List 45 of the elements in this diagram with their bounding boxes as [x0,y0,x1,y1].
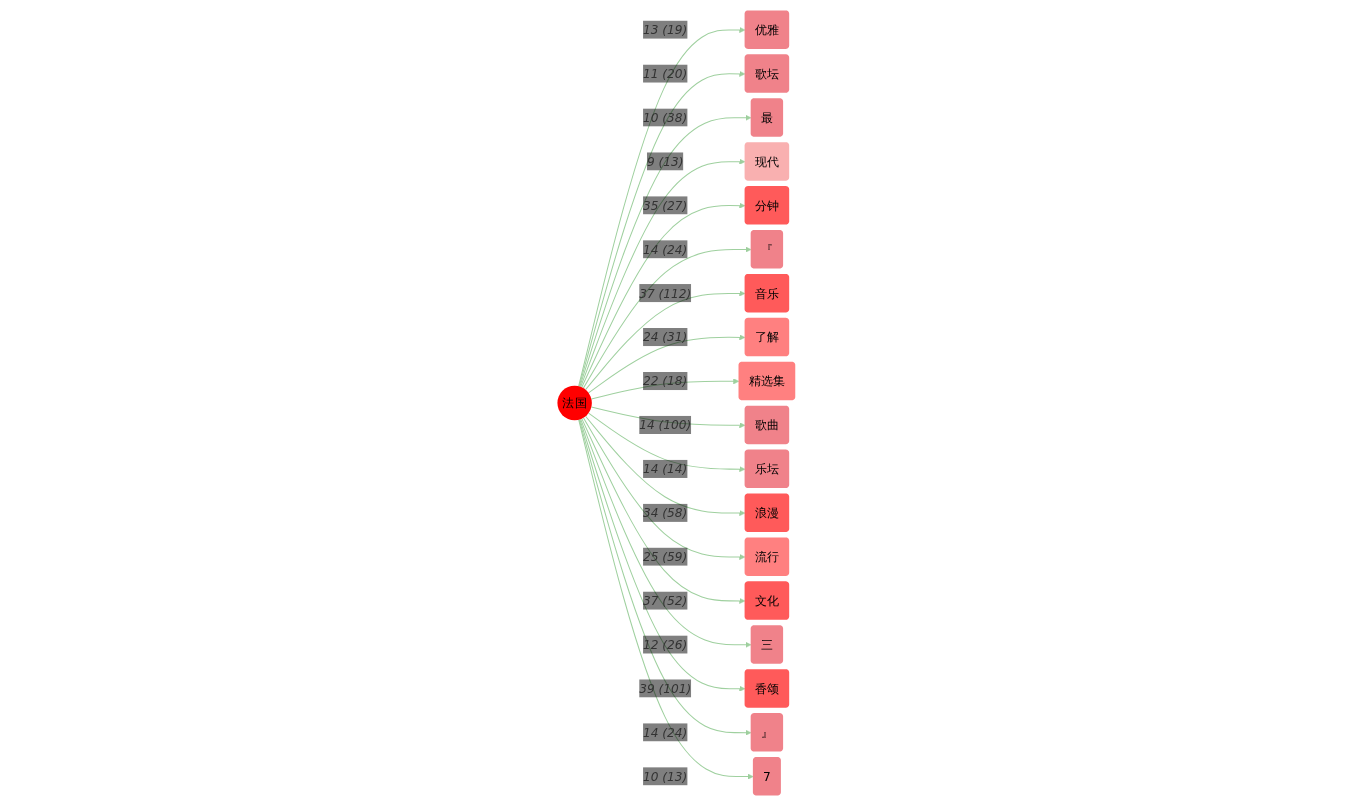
arrow [580,418,752,648]
arrow [581,202,746,388]
node-box: 流行 [744,537,790,576]
node-box: 三 [750,625,784,664]
node-box: 最 [750,98,784,137]
arrow [580,158,746,388]
node-box: 歌坛 [744,54,790,93]
arrow [591,378,740,400]
node-box: 香颂 [744,669,790,708]
node-box: 分钟 [744,186,790,225]
edge-label: 12 (26) [643,637,688,652]
edge-label: 14 (24) [643,242,688,257]
node-box: 歌曲 [744,405,790,445]
edge-label: 11 (20) [643,66,688,81]
edge-label: 25 (59) [643,549,688,564]
arrow [581,418,746,604]
arrow [579,418,746,692]
node-box: 文化 [744,581,790,620]
node-box: 现代 [744,142,790,181]
node-box: 了解 [744,317,790,357]
edge-label: 34 (58) [643,505,688,520]
node-box: 7 [753,757,782,796]
node-box: 』 [750,713,784,752]
node-box: 乐坛 [744,449,790,489]
arrow [579,114,752,388]
edge-label: 10 (38) [643,110,688,125]
edge-label: 35 (27) [643,198,688,213]
node-box: 音乐 [744,273,790,313]
node-circle: 法国 [557,385,592,421]
edge-label: 14 (14) [643,461,688,476]
node-box: 浪漫 [744,493,790,533]
arrow [591,406,746,429]
edge-label: 14 (24) [643,725,688,740]
edge-label: 22 (18) [643,373,688,389]
edge-label: 9 (13) [647,154,684,169]
edge-label: 37 (112) [639,286,692,301]
node-box: 『 [750,230,784,269]
edge-label: 24 (31) [643,330,688,345]
edge-label: 13 (19) [643,22,688,37]
node-box: 优雅 [744,10,790,49]
edge-label: 39 (101) [639,681,692,696]
edge-label: 10 (13) [643,769,688,784]
edge-label: 14 (100) [639,417,692,433]
node-box: 精选集 [738,361,796,401]
edge-label: 37 (52) [643,593,688,608]
